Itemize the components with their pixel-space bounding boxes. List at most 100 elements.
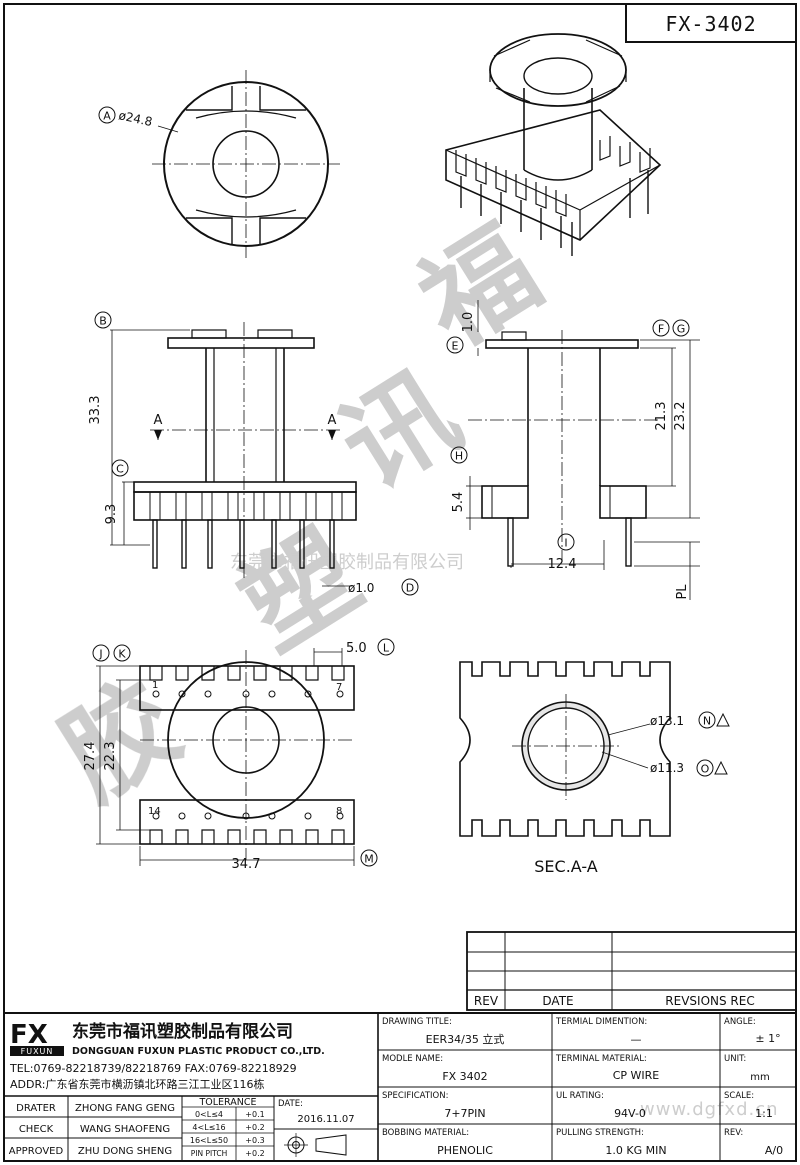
company-address: ADDR:广东省东莞市横沥镇北环路三江工业区116栋	[10, 1077, 264, 1091]
callout-i	[557, 533, 575, 551]
bottom-view: 1 7 14 8 27.4 22.3 34.7 5.0 J K L M	[83, 638, 395, 872]
field-value-ul-rating: 94V-0	[614, 1107, 646, 1120]
date-label: DATE:	[278, 1099, 303, 1109]
callout-l	[377, 638, 395, 656]
section-caption: SEC.A-A	[534, 857, 598, 876]
callout-n	[698, 711, 716, 729]
callout-a	[98, 106, 116, 124]
side-flange-thk: 1.0	[461, 312, 476, 333]
bottom-pitch: 5.0	[346, 641, 367, 656]
side-height-inner: 21.3	[654, 402, 669, 431]
drawing-number: FX-3402	[665, 12, 756, 36]
title-block: FX FUXUN 东莞市福讯塑胶制品有限公司 DONGGUAN FUXUN PL…	[4, 1012, 796, 1161]
tol-value-2: +0.2	[245, 1123, 264, 1132]
sheet-border	[3, 3, 797, 1162]
field-label-pulling-strength: PULLING STRENGTH:	[556, 1128, 644, 1138]
top-view: A ø24.8	[98, 70, 340, 258]
company-logo: FX	[10, 1020, 48, 1050]
drawing-number-box	[625, 3, 797, 43]
pin-label-8: 8	[336, 806, 342, 817]
company-contact: TEL:0769-82218739/82218769 FAX:0769-8221…	[9, 1062, 297, 1075]
svg-text:O: O	[701, 763, 710, 776]
date-value: 2016.11.07	[297, 1114, 354, 1125]
rev-col-rev: REV	[474, 994, 499, 1008]
field-label-rev: REV:	[724, 1128, 743, 1138]
signer-name-1: ZHONG FANG GENG	[75, 1103, 175, 1114]
logo-sub-bar	[10, 1046, 64, 1056]
callout-d	[401, 578, 419, 596]
svg-text:N: N	[703, 715, 711, 728]
field-label-model: MODLE NAME:	[382, 1054, 443, 1064]
pin-label-7: 7	[336, 682, 342, 693]
callout-o	[696, 759, 714, 777]
side-pin-length: PL	[675, 584, 690, 600]
svg-text:D: D	[406, 582, 414, 595]
front-height-base: 9.3	[104, 504, 119, 525]
svg-text:A: A	[103, 110, 111, 123]
signer-role-2: CHECK	[19, 1124, 54, 1135]
logo-sub: FUXUN	[21, 1047, 54, 1056]
svg-text:K: K	[118, 648, 126, 661]
bottom-length: 34.7	[232, 857, 261, 872]
field-value-specification: 7+7PIN	[444, 1107, 485, 1120]
signer-role-1: DRATER	[16, 1103, 56, 1114]
bottom-width-outer: 27.4	[83, 742, 98, 771]
callout-g	[672, 319, 690, 337]
field-label-ul-rating: UL RATING:	[556, 1091, 604, 1101]
field-value-terminal-dim: —	[631, 1033, 642, 1046]
callout-f	[652, 319, 670, 337]
watermark-char-2: 讯	[319, 347, 480, 514]
bottom-width-inner: 22.3	[103, 742, 118, 771]
tol-value-4: +0.2	[245, 1149, 264, 1158]
section-mark-left: A	[154, 413, 163, 428]
company-name-en: DONGGUAN FUXUN PLASTIC PRODUCT CO.,LTD.	[72, 1046, 325, 1057]
field-label-terminal-dim: TERMIAL DIMENTION:	[555, 1017, 647, 1027]
field-value-terminal-material: CP WIRE	[613, 1069, 660, 1082]
section-view: ø13.1 ø11.3 N O SEC.A-A	[459, 661, 730, 876]
watermark-company: 东莞市福讯塑胶制品有限公司	[230, 552, 464, 573]
field-value-bobbin-material: PHENOLIC	[437, 1144, 493, 1157]
section-outer-dia: ø13.1	[650, 714, 684, 728]
field-value-model: FX 3402	[442, 1070, 487, 1083]
svg-text:G: G	[677, 323, 686, 336]
top-diameter-label: ø24.8	[117, 108, 153, 129]
watermark-char-1: 福	[398, 204, 560, 371]
field-label-unit: UNIT:	[724, 1054, 746, 1064]
pin-diameter-label: ø1.0	[348, 581, 374, 595]
tol-range-2: 4<L≤16	[192, 1123, 225, 1132]
callout-j	[92, 644, 110, 662]
rev-col-record: REVSIONS REC	[665, 994, 754, 1008]
callout-k	[113, 644, 131, 662]
svg-text:C: C	[116, 463, 124, 476]
svg-text:E: E	[452, 340, 459, 353]
signer-name-2: WANG SHAOFENG	[80, 1124, 170, 1135]
callout-m	[360, 849, 378, 867]
tolerance-title: TOLERANCE	[198, 1097, 256, 1108]
svg-text:H: H	[455, 450, 463, 463]
field-value-drawing-title: EER34/35 立式	[426, 1032, 505, 1046]
watermark-site: www.dgfxd.cn	[640, 1099, 779, 1120]
field-value-scale: 1:1	[755, 1107, 773, 1120]
field-label-bobbin-material: BOBBING MATERIAL:	[382, 1128, 469, 1138]
tol-range-3: 16<L≤50	[190, 1136, 228, 1145]
callout-h	[450, 446, 468, 464]
svg-text:L: L	[383, 642, 390, 655]
field-label-specification: SPECIFICATION:	[382, 1091, 448, 1101]
field-label-drawing-title: DRAWING TITLE:	[382, 1017, 452, 1027]
svg-text:F: F	[658, 323, 664, 336]
tol-range-4: PIN PITCH	[191, 1149, 227, 1158]
signer-name-3: ZHU DONG SHENG	[78, 1146, 172, 1157]
rev-triangle-o	[714, 760, 728, 775]
field-value-angle: ± 1°	[755, 1032, 780, 1045]
section-inner-dia: ø11.3	[650, 761, 684, 775]
svg-text:J: J	[98, 648, 102, 661]
side-height-outer: 23.2	[673, 402, 688, 431]
field-label-terminal-material: TERMINAL MATERIAL:	[555, 1054, 647, 1064]
rev-col-date: DATE	[542, 994, 573, 1008]
field-value-pulling-strength: 1.0 KG MIN	[605, 1144, 666, 1157]
field-value-unit: mm	[750, 1072, 769, 1083]
signer-role-3: APPROVED	[9, 1146, 64, 1157]
field-label-angle: ANGLE:	[724, 1017, 756, 1027]
